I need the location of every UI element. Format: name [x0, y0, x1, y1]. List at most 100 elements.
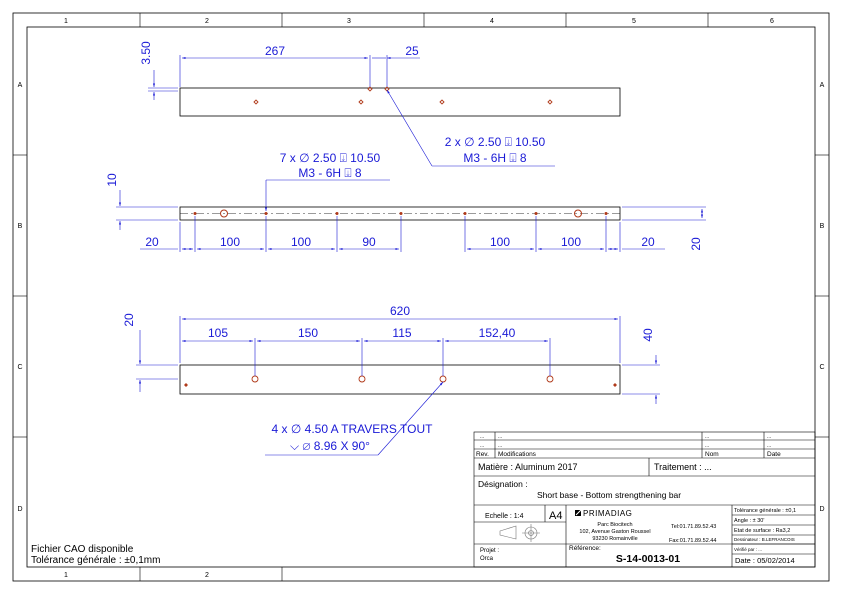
dim-mid-20-left: 20	[145, 235, 159, 249]
nom-label: Nom	[705, 451, 719, 458]
zone-row-d-right: D	[819, 506, 824, 513]
top-view-bar	[179, 87, 621, 117]
matiere: Matière : Aluminum 2017	[478, 462, 578, 472]
mid-countersink-left	[220, 209, 228, 218]
top-callout-line-1: 2 x ∅ 2.50 ⍗ 10.50	[445, 135, 546, 149]
dim-mid-20-vertical: 20	[689, 237, 703, 251]
top-edge-hole-2	[384, 86, 390, 92]
bottom-view: 620 105 150 115 152,40 20 40 4 x ∅ 4.50 …	[122, 304, 660, 456]
zone-row-c-right: C	[819, 364, 824, 371]
reference-number: S-14-0013-01	[616, 553, 680, 565]
zone-row-c-left: C	[17, 364, 22, 371]
bottom-edge-hole-right	[613, 383, 617, 387]
mid-hole-2	[264, 212, 268, 215]
company-logo	[575, 509, 582, 516]
dim-mid-10: 10	[105, 173, 119, 187]
zone-col-3: 3	[347, 18, 351, 25]
project-value: Orca	[480, 556, 494, 562]
middle-view: 7 x ∅ 2.50 ⍗ 10.50 M3 - 6H ⍗ 8 10 20 100…	[105, 151, 706, 252]
dim-mid-100-d: 100	[561, 235, 581, 249]
zone-row-b-right: B	[820, 223, 825, 230]
bottom-hole-4	[546, 375, 554, 383]
mid-hole-5	[463, 212, 467, 215]
dim-bottom-20: 20	[122, 313, 136, 327]
checked-by: Vérifié par : ...	[734, 547, 762, 552]
dim-mid-100-a: 100	[220, 235, 240, 249]
bottom-view-bar	[179, 364, 621, 395]
zone-col-6: 6	[770, 18, 774, 25]
sheet-format: A4	[549, 510, 562, 522]
echelle: Echelle : 1:4	[485, 513, 524, 520]
dim-bottom-105: 105	[208, 326, 228, 340]
zone-col-bottom-2: 2	[205, 572, 209, 579]
tolerance-note: Tolérance générale : ±0,1mm	[31, 555, 160, 566]
top-hole-1	[253, 99, 259, 105]
tolerance-generale: Tolérance générale : ±0,1	[734, 508, 796, 514]
rev-cell-3: ...	[705, 434, 709, 440]
top-hole-2	[358, 99, 364, 105]
zone-col-1: 1	[64, 18, 68, 25]
dim-mid-100-c: 100	[490, 235, 510, 249]
rev-cell-8: ...	[767, 443, 771, 449]
zone-row-a-left: A	[18, 82, 23, 89]
reference-label: Référence:	[569, 545, 601, 552]
traitement: Traitement : ...	[654, 462, 712, 472]
dim-top-3-50: 3.50	[139, 41, 153, 65]
mid-hole-7	[604, 212, 608, 215]
top-hole-3	[439, 99, 445, 105]
surface-finish: Etat de surface : Ra3,2	[734, 528, 790, 534]
rev-cell-5: ...	[498, 443, 502, 449]
date-label: Date	[767, 451, 781, 458]
title-block	[473, 431, 816, 568]
rev-cell-2: ...	[498, 434, 502, 440]
mid-hole-3	[335, 212, 339, 215]
mid-hole-4	[399, 212, 403, 215]
mid-hole-6	[534, 212, 538, 215]
zone-col-bottom-1: 1	[64, 572, 68, 579]
rev-cell-1: ...	[480, 434, 484, 440]
zone-col-4: 4	[490, 18, 494, 25]
bottom-edge-hole-left	[184, 383, 188, 387]
address-line-1: Parc Biocitech	[597, 522, 632, 528]
dim-bottom-150: 150	[298, 326, 318, 340]
bottom-hole-2	[358, 375, 366, 383]
top-view: 267 25 3.50 2 x ∅ 2.50 ⍗ 10.50 M3 - 6H ⍗…	[139, 41, 621, 167]
cad-note: Fichier CAO disponible	[31, 544, 134, 555]
drawing-date: Date : 05/02/2014	[735, 556, 795, 565]
rev-cell-4: ...	[480, 443, 484, 449]
designation-label: Désignation :	[478, 479, 528, 489]
dim-mid-20-right: 20	[641, 235, 655, 249]
designation-value: Short base - Bottom strengthening bar	[537, 490, 681, 500]
mid-hole-1	[193, 212, 197, 215]
dim-top-267: 267	[265, 44, 285, 58]
rev-label: Rev.	[476, 451, 489, 458]
top-hole-4	[547, 99, 553, 105]
fax: Fax:01.71.89.52.44	[669, 538, 716, 544]
dim-bottom-620: 620	[390, 304, 410, 318]
bottom-hole-3	[439, 375, 447, 383]
dim-bottom-115: 115	[392, 326, 411, 340]
dim-top-25: 25	[405, 44, 419, 58]
mid-countersink-right	[574, 209, 582, 218]
dim-bottom-152-40: 152,40	[479, 326, 516, 340]
mid-callout-line-1: 7 x ∅ 2.50 ⍗ 10.50	[280, 151, 381, 165]
dim-mid-100-b: 100	[291, 235, 311, 249]
dim-mid-90: 90	[362, 235, 376, 249]
bottom-hole-1	[251, 375, 259, 383]
mid-callout-line-2: M3 - 6H ⍗ 8	[298, 166, 362, 180]
zone-col-5: 5	[632, 18, 636, 25]
zone-row-b-left: B	[18, 223, 23, 230]
rev-cell-6: ...	[705, 443, 709, 449]
top-callout-line-2: M3 - 6H ⍗ 8	[463, 151, 527, 165]
bottom-callout-line-2: ⌵ ∅ 8.96 X 90°	[290, 439, 370, 453]
bottom-callout-line-1: 4 x ∅ 4.50 A TRAVERS TOUT	[272, 422, 434, 436]
inner-frame	[26, 26, 816, 568]
phone: Tel:01.71.89.52.43	[671, 524, 716, 530]
address-line-2: 102, Avenue Gaston Roussel	[579, 529, 650, 535]
zone-row-a-right: A	[820, 82, 825, 89]
outer-frame	[12, 12, 830, 582]
company-name: PRIMADIAG	[583, 509, 632, 518]
zone-col-2: 2	[205, 18, 209, 25]
dim-bottom-40: 40	[641, 328, 655, 342]
projection-symbol	[499, 524, 540, 542]
